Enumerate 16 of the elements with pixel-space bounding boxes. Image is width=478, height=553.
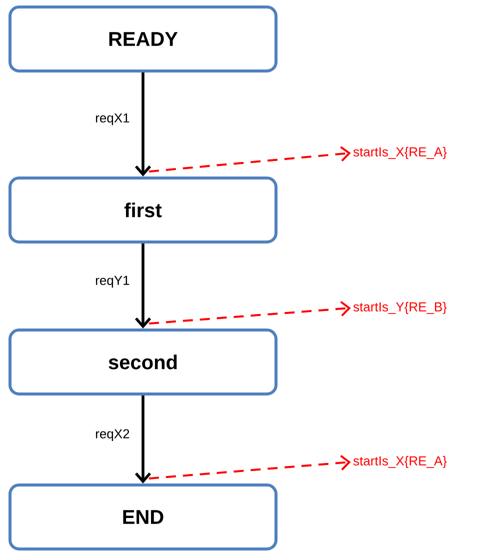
edge-label: reqX2 xyxy=(96,429,130,441)
state-box: first xyxy=(8,176,278,244)
arrow xyxy=(134,396,152,484)
event-label: startIs_Y{RE_B} xyxy=(353,302,447,314)
arrow xyxy=(134,244,152,328)
dashed-arrow xyxy=(148,146,351,172)
edge-label: reqY1 xyxy=(96,276,130,288)
state-box: READY xyxy=(8,6,278,72)
event-label: startIs_X{RE_A} xyxy=(353,146,447,160)
arrow xyxy=(134,72,152,176)
dashed-arrow xyxy=(148,454,351,480)
edge-label: reqX1 xyxy=(96,113,130,126)
event-label: startIs_X{RE_A} xyxy=(353,456,447,468)
dashed-arrow xyxy=(148,300,351,324)
state-box: END xyxy=(8,484,278,550)
state-box: second xyxy=(8,328,278,396)
